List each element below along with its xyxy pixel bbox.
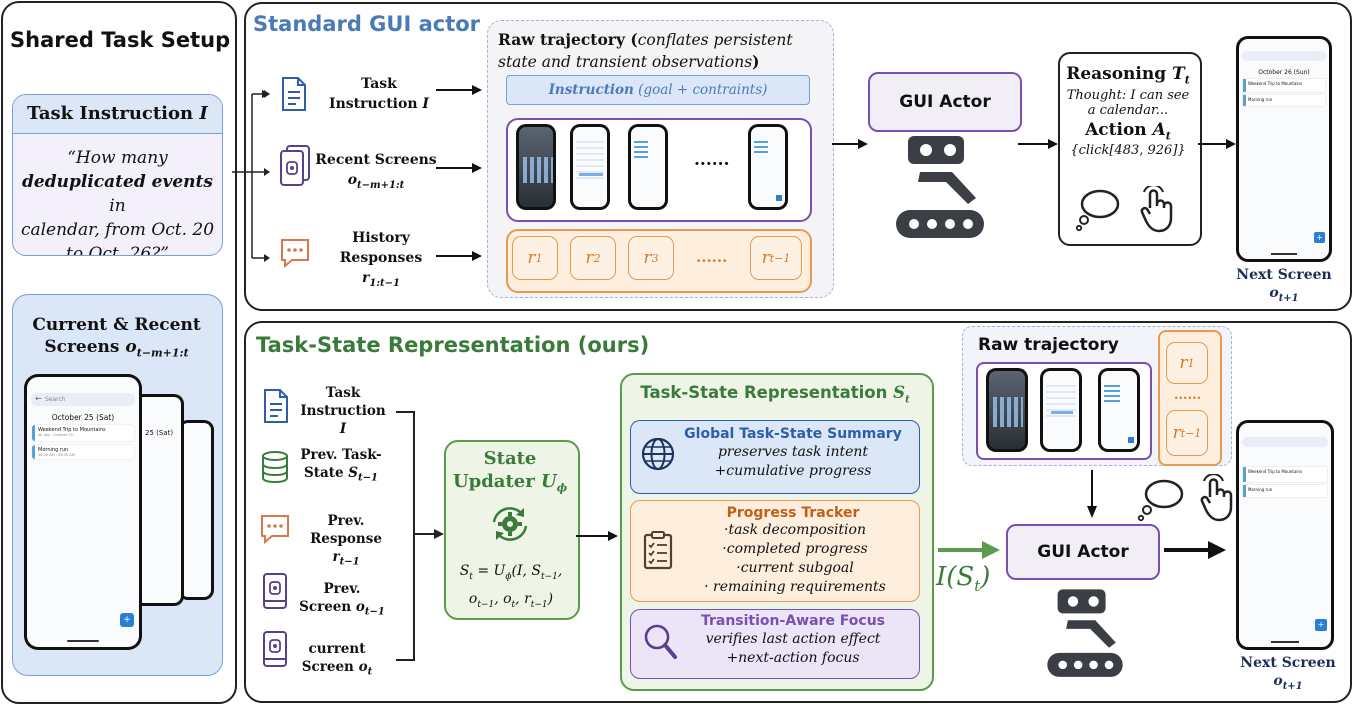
inputs-bracket: [396, 411, 444, 661]
instruction-card-header: Task Instruction I: [13, 95, 222, 134]
magnifier-icon: [644, 624, 677, 659]
phone-search-text: Search: [45, 396, 66, 403]
traj-dots: ......: [694, 150, 730, 170]
quote-line-1: “How many: [67, 148, 168, 168]
std-input-recent-screens: Recent Screens ot−m+1:t: [315, 152, 437, 191]
tsr-input-current-screen: current Screen ot: [301, 641, 373, 678]
screens-card-title: Current & Recent Screens ot−m+1:t: [32, 315, 201, 360]
phone-fab: +: [120, 613, 134, 627]
screens-stack-icon: [280, 145, 310, 186]
std-next-date: October 26 (Sun): [1258, 69, 1310, 76]
std-input-history-responses: History Responses r1:t−1: [339, 230, 423, 289]
clipboard-checklist-icon: [643, 531, 673, 570]
instruction-symbol: I: [199, 103, 208, 124]
tsr-traj-phone-1: [986, 368, 1028, 452]
standard-actor-title: Standard GUI actor: [253, 12, 481, 36]
quote-line-4: to Oct. 26?”: [65, 244, 169, 256]
state-updater-title: State Updater Uϕ: [452, 448, 568, 495]
quote-line-3: calendar, from Oct. 20: [20, 220, 215, 240]
current-screen-phone: ← Search October 25 (Sat) Weekend Trip t…: [24, 374, 142, 650]
updater-equation: St = Uϕ(I, St−1, ot−1, ot, rt−1): [459, 563, 563, 610]
phone-event-1: Weekend Trip to Mountains: [38, 427, 106, 433]
tap-hand-icon: [1140, 186, 1173, 233]
std-gui-actor-box: GUI Actor: [868, 72, 1022, 132]
document-icon: [282, 77, 306, 111]
connector-to-inputs: [232, 90, 270, 262]
phone-date: October 25 (Sat): [51, 413, 115, 422]
traj-phone-1: [516, 124, 556, 210]
arrow-to-next-screen: [1198, 139, 1236, 149]
database-icon: [262, 451, 288, 484]
input-arrows: [436, 85, 482, 261]
tsr-title: Task-State Representation (ours): [256, 333, 650, 357]
tsr-robot-icon: [1047, 589, 1123, 677]
quote-bold: deduplicated events: [22, 172, 213, 192]
progress-tracker-title: Progress Tracker: [726, 505, 860, 521]
arrow-to-reasoning: [1018, 139, 1058, 149]
raw-trajectory-header: Raw trajectory (conflates persistent sta…: [498, 30, 793, 71]
instruction-card: Task Instruction I “How many deduplicate…: [12, 94, 223, 256]
arrow-raw-to-actor: [1087, 470, 1097, 518]
instruction-card-title: Task Instruction: [27, 103, 200, 124]
quote-line-2: deduplicated events in: [22, 172, 213, 216]
tsr-next-screen-phone: Weekend Trip to Mountains Morning run +: [1236, 420, 1334, 650]
arrow-to-actor: [832, 139, 868, 149]
std-next-screen-label: Next Screen ot+1: [1236, 267, 1332, 304]
gear-refresh-icon: [492, 507, 528, 541]
global-summary-text: Global Task-State Summary preserves task…: [684, 426, 902, 479]
thought-bubble-icon: [1075, 189, 1120, 232]
tsr-input-prev-response: Prev. Response rt−1: [310, 513, 382, 568]
responses-dots: ......: [696, 248, 728, 266]
green-arrow-to-actor: [938, 541, 1000, 559]
robot-icon: [896, 136, 984, 238]
shared-setup-title: Shared Task Setup: [10, 28, 231, 52]
globe-icon: [641, 437, 675, 471]
representation-title: Task-State Representation St: [640, 383, 910, 406]
tsr-next-screen-label: Next Screen ot+1: [1240, 655, 1336, 692]
tsr-responses-dots: ......: [1174, 388, 1202, 403]
arrow-to-representation: [576, 531, 618, 541]
instruction-bar: Instruction (goal + contraints): [506, 75, 810, 105]
chat-icon: [281, 239, 309, 269]
tsr-document-icon: [264, 389, 288, 423]
tsr-traj-phone-2: [1040, 368, 1082, 452]
traj-phone-4: [748, 124, 788, 210]
tsr-chat-icon: [261, 515, 289, 545]
tsr-thought-bubble-icon: [1137, 479, 1184, 522]
phone-event-2: Morning run: [38, 447, 69, 453]
std-input-task-instruction: Task Instruction I: [329, 76, 429, 112]
tsr-arrow-to-next-screen: [1164, 541, 1226, 559]
tsr-raw-trajectory-title: Raw trajectory: [978, 335, 1119, 355]
prev-screen-icon: [263, 573, 287, 609]
tsr-input-prev-screen: Prev. Screen ot−1: [299, 581, 385, 618]
current-screen-icon: [263, 631, 287, 667]
reasoning-box: [1058, 52, 1202, 246]
instruction-state-label: I(St): [936, 562, 991, 596]
std-next-screen-phone: October 26 (Sun) Weekend Trip to Mountai…: [1236, 36, 1332, 262]
progress-tracker-card: [630, 500, 920, 602]
progress-tracker-items: ·task decomposition ·completed progress …: [704, 522, 886, 595]
transition-focus-text: Transition-Aware Focus verifies last act…: [700, 613, 886, 666]
tsr-input-task-instruction: Task Instruction I: [300, 385, 386, 437]
tsr-gui-actor-box: GUI Actor: [1006, 524, 1160, 580]
tsr-traj-phone-3: [1098, 368, 1140, 452]
transition-focus-card: [630, 609, 920, 679]
traj-phone-3: [628, 124, 668, 210]
reasoning-content: Reasoning Tt Thought: I can see a calend…: [1066, 64, 1190, 158]
global-summary-card: [630, 420, 920, 494]
tsr-input-prev-state: Prev. Task- State St−1: [300, 447, 382, 484]
instruction-quote: “How many deduplicated events in calenda…: [13, 134, 222, 256]
search-icon: ←: [35, 394, 42, 403]
tsr-tap-hand-icon: [1200, 474, 1233, 522]
traj-phone-2: [570, 124, 610, 210]
recent-screen-phone-back2: [178, 420, 214, 600]
